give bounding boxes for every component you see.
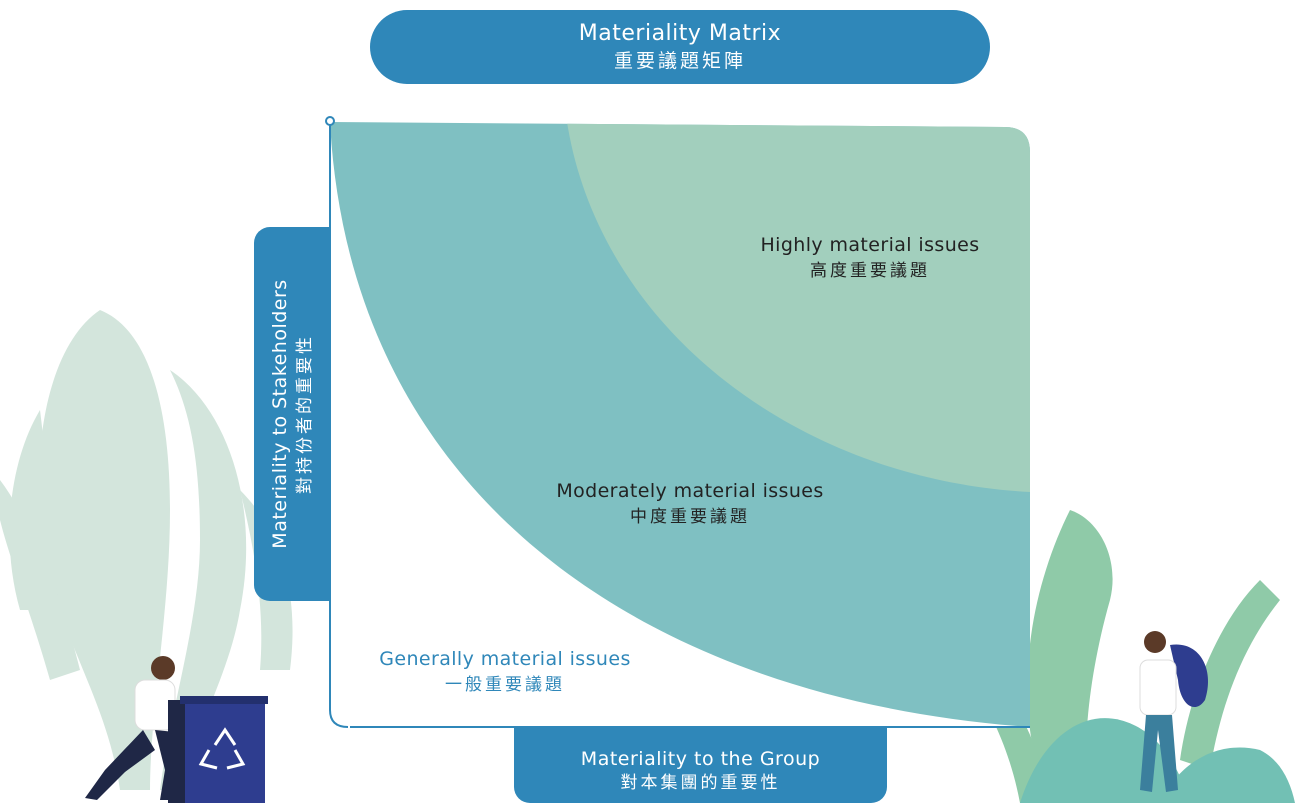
zone-general-label: Generally material issues 一般重要議題 <box>345 646 665 698</box>
y-axis-label-zh: 對持份者的重要性 <box>295 334 315 494</box>
y-axis-label: Materiality to Stakeholders 對持份者的重要性 <box>267 234 317 594</box>
zone-high-en: Highly material issues <box>760 234 980 256</box>
person-carrying-bag-icon <box>1139 631 1209 792</box>
x-axis-label-en: Materiality to the Group <box>580 748 821 770</box>
zone-moderate-zh: 中度重要議題 <box>630 507 750 527</box>
recycle-icon <box>198 727 246 770</box>
y-axis-pill: Materiality to Stakeholders 對持份者的重要性 <box>254 227 330 601</box>
high-zone <box>567 122 1030 492</box>
x-axis-label-zh: 對本集團的重要性 <box>620 773 781 793</box>
title-zh: 重要議題矩陣 <box>613 50 746 72</box>
zone-general-zh: 一般重要議題 <box>445 675 565 695</box>
axis-origin-dot <box>325 116 335 126</box>
zone-moderate-label: Moderately material issues 中度重要議題 <box>520 478 860 530</box>
x-axis-pill: Materiality to the Group 對本集團的重要性 <box>514 728 887 803</box>
y-axis-label-en: Materiality to Stakeholders <box>269 279 291 549</box>
zone-high-zh: 高度重要議題 <box>810 261 930 281</box>
zone-high-label: Highly material issues 高度重要議題 <box>730 232 1010 284</box>
axis-corner <box>329 709 349 728</box>
moderate-zone <box>330 122 1030 727</box>
title-en: Materiality Matrix <box>578 21 782 46</box>
person-pushing-bin-icon <box>85 656 268 803</box>
right-leaf-illustration <box>970 510 1295 803</box>
title-pill: Materiality Matrix 重要議題矩陣 <box>370 10 990 84</box>
zone-general-en: Generally material issues <box>379 648 631 670</box>
zone-moderate-en: Moderately material issues <box>556 480 824 502</box>
